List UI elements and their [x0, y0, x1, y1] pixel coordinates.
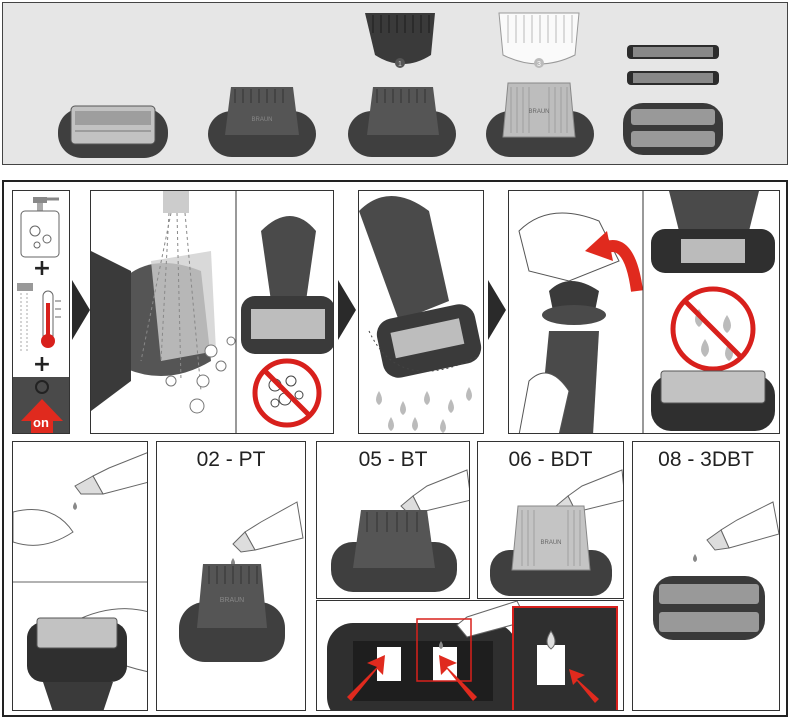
- rinse-panel: [90, 190, 334, 434]
- warm-water-icon: [17, 283, 61, 351]
- head-interior-illustration: [327, 623, 517, 710]
- oil-head-interior-panel: [316, 600, 624, 711]
- zoom-region-box: [416, 618, 472, 682]
- 3dbt-attachment: [653, 576, 765, 640]
- oil-3dbt-panel: 08 - 3DBT: [632, 441, 780, 711]
- oil-pt-panel: 02 - PT BRAUN: [156, 441, 306, 711]
- bdt-attachment: 3 BRAUN: [486, 12, 594, 157]
- svg-text:BRAUN: BRAUN: [220, 597, 245, 604]
- bt-label: 05 - BT: [358, 448, 428, 471]
- on-label: on: [33, 415, 49, 430]
- pt-attachment: BRAUN: [179, 564, 285, 662]
- svg-text:1: 1: [398, 61, 402, 68]
- bdt-attachment: BRAUN: [490, 505, 612, 596]
- liquid-soap-icon: [20, 197, 60, 258]
- oil-foil-panel: [12, 441, 148, 711]
- no-foam-icon: [252, 358, 322, 428]
- oil-bt-panel: 05 - BT: [316, 441, 470, 599]
- step-arrow-2: [338, 280, 356, 340]
- remove-head-illustration: [518, 212, 643, 433]
- wet-shaver-illustration: [241, 216, 333, 354]
- pt-attachment: BRAUN: [208, 87, 316, 157]
- attachments-panel: BRAUN 1: [2, 2, 788, 165]
- step-arrow-1: [72, 280, 90, 340]
- svg-text:BRAUN: BRAUN: [528, 109, 549, 115]
- bt-attachment: [331, 510, 457, 592]
- 3dbt-attachment: [623, 45, 723, 155]
- step-arrow-3: [488, 280, 506, 340]
- oil-bottle-icon: [693, 501, 779, 562]
- water-drops-icon: [376, 387, 472, 433]
- oil-bdt-panel: 06 - BDT BRAUN: [477, 441, 624, 599]
- power-on-icon: [13, 377, 69, 433]
- step-prep-column: + + on: [12, 190, 70, 434]
- foil-head-attachment: [58, 105, 168, 158]
- shake-shaver-illustration: [359, 196, 482, 378]
- svg-text:+: +: [33, 256, 51, 281]
- shake-dry-panel: [358, 190, 484, 434]
- oil-bottle-icon: [231, 501, 304, 566]
- svg-text:+: +: [33, 352, 51, 377]
- 3dbt-label: 08 - 3DBT: [658, 448, 754, 471]
- shaver-under-tap-illustration: [91, 191, 236, 414]
- svg-text:BRAUN: BRAUN: [540, 540, 561, 546]
- red-arrow-icon: [347, 655, 599, 703]
- shaver-motor-top-illustration: [651, 191, 775, 273]
- foil-shaver-oil-illustration: [27, 617, 127, 710]
- pt-label: 02 - PT: [196, 448, 266, 471]
- foil-head-clean-illustration: [651, 370, 775, 431]
- svg-text:3: 3: [537, 61, 541, 68]
- oil-bottle-icon: [73, 452, 147, 510]
- remove-head-panel: [508, 190, 780, 434]
- no-water-icon: [670, 286, 756, 372]
- zoom-inset: [512, 606, 618, 710]
- bdt-label: 06 - BDT: [508, 448, 593, 471]
- svg-text:BRAUN: BRAUN: [251, 117, 272, 123]
- bt-attachment: 1: [348, 13, 456, 157]
